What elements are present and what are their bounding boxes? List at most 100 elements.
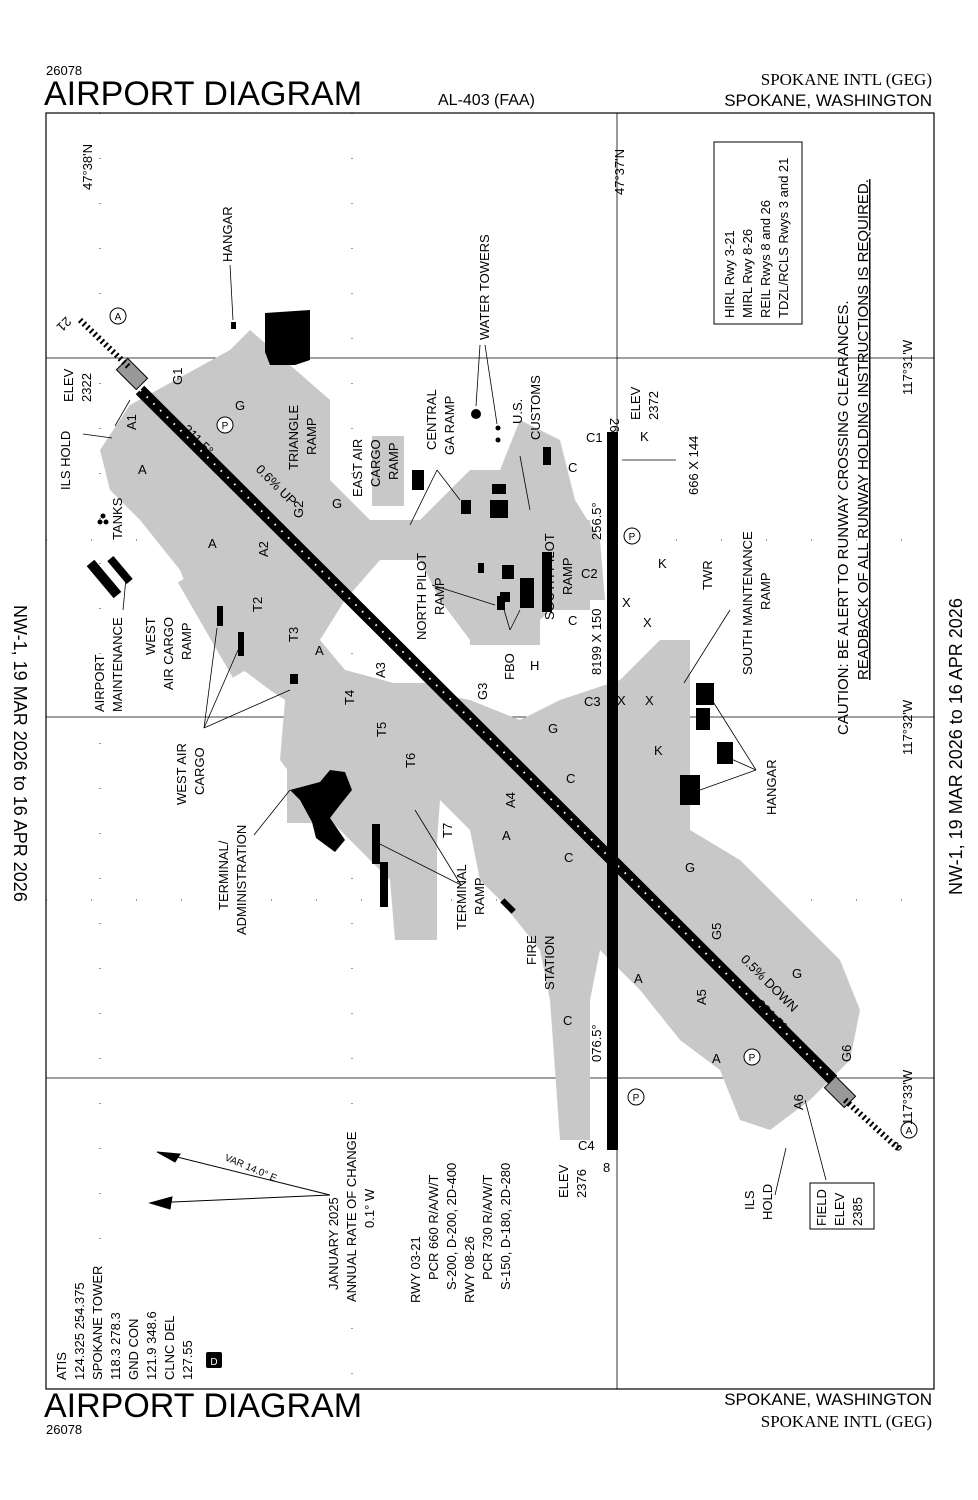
twy-G-2: G <box>332 496 342 511</box>
parking-p-3: P <box>222 421 229 432</box>
twy-A2: A2 <box>256 541 271 557</box>
magvar-var: VAR 14.0° E <box>223 1153 279 1185</box>
label-central-ga-1: CENTRAL <box>424 389 439 450</box>
lighting-line-3: REIL Rwys 8 and 26 <box>758 200 773 318</box>
twy-A-1: A <box>138 462 147 477</box>
twy-C-2: C <box>568 613 577 628</box>
elev-21-value: 2322 <box>79 373 94 402</box>
taxiway-labels: G1 G2 G3 G5 G6 A1 A2 A3 A4 A5 A6 T2 T3 T… <box>124 368 854 1153</box>
label-hangar-right: HANGAR <box>764 759 779 815</box>
leader-lines <box>82 264 827 1196</box>
twy-G3: G3 <box>475 683 490 700</box>
magvar-rate: 0.1° W <box>362 1188 377 1228</box>
lon-label-32: 117°32'W <box>900 699 915 755</box>
markers <box>97 307 918 1368</box>
lat-label-left: 47°38'N <box>80 144 95 190</box>
chart-title: AIRPORT DIAGRAM <box>44 75 363 113</box>
label-south-pilot-2: RAMP <box>560 557 575 595</box>
label-terminal-ramp-1: TERMINAL <box>454 864 469 930</box>
twy-G-1: G <box>235 398 245 413</box>
label-north-pilot-2: RAMP <box>432 577 447 615</box>
twy-A4: A4 <box>503 792 518 808</box>
twy-X-1: X <box>622 595 631 610</box>
rwy-26-bearing: 256.5° <box>589 502 604 540</box>
left-effective-date: NW-1, 19 MAR 2026 to 16 APR 2026 <box>10 605 30 902</box>
elev-21-label: ELEV <box>61 368 76 402</box>
label-ils-hold-bottom-1: ILS <box>742 1190 757 1210</box>
lighting-line-4: TDZL/RCLS Rwys 3 and 21 <box>776 158 791 318</box>
label-fire-1: FIRE <box>524 935 539 965</box>
label-triangle-1: TRIANGLE <box>286 405 301 470</box>
label-east-cargo-1: EAST AIR <box>350 439 365 497</box>
lighting-line-1: HIRL Rwy 3-21 <box>722 230 737 318</box>
twy-T2: T2 <box>250 597 265 612</box>
label-ils-hold-top: ILS HOLD <box>58 431 73 490</box>
rwy-end-21: 21 <box>54 314 75 335</box>
twy-G-5: G <box>792 966 802 981</box>
caution-line-2: READBACK OF ALL RUNWAY HOLDING INSTRUCTI… <box>855 179 872 680</box>
pav-rwy-08-26: RWY 08-26 <box>462 1236 477 1303</box>
runway-8-26 <box>607 432 618 1150</box>
runway-3-21 <box>77 317 903 1153</box>
field-elev-label-1: FIELD <box>814 1189 829 1226</box>
twy-C3: C3 <box>584 694 601 709</box>
label-south-pilot-1: SOUTH PILOT <box>542 533 557 620</box>
label-west-cargo-ramp-3: RAMP <box>179 622 194 660</box>
parking-p-1: P <box>629 532 636 543</box>
pav-rwy-03-21: RWY 03-21 <box>408 1236 423 1303</box>
twy-X-3: X <box>617 693 626 708</box>
pav-wt-03-21: S-200, D-200, 2D-400 <box>444 1163 459 1290</box>
twy-G-4: G <box>685 860 695 875</box>
faa-id: AL-403 (FAA) <box>438 92 535 109</box>
label-us-customs-1: U.S. <box>510 399 525 424</box>
svg-text:A: A <box>115 312 122 323</box>
comm-clnc-label: CLNC DEL <box>162 1316 177 1380</box>
pav-pcr-08-26: PCR 730 R/A/W/T <box>480 1174 495 1280</box>
parking-p-4: P <box>749 1053 756 1064</box>
rwy-8-26-dimensions: 8199 X 150 <box>589 608 604 675</box>
comm-tower: 118.3 278.3 <box>108 1312 123 1380</box>
marker-letters: A A P P P P D <box>115 312 913 1368</box>
rwy-end-26: 26 <box>607 418 622 432</box>
field-elev-label-2: ELEV <box>832 1192 847 1226</box>
comm-atis-label: ATIS <box>54 1352 69 1380</box>
field-elev-value: 2385 <box>850 1197 865 1226</box>
label-airport-maint-2: MAINTENANCE <box>110 617 125 712</box>
label-west-air-cargo-1: WEST AIR <box>174 743 189 805</box>
comm-clnc: 127.55 <box>180 1340 195 1380</box>
label-east-cargo-2: CARGO <box>368 439 383 487</box>
map-frame <box>45 112 935 1390</box>
airport-name: SPOKANE INTL (GEG) <box>760 70 932 89</box>
comm-gnd-label: GND CON <box>126 1319 141 1380</box>
label-airport-maint-1: AIRPORT <box>92 654 107 712</box>
magvar-date: JANUARY 2025 <box>326 1197 341 1290</box>
twy-H: H <box>530 658 539 673</box>
label-west-air-cargo-2: CARGO <box>192 747 207 795</box>
buildings <box>86 310 733 914</box>
footer-city-state: SPOKANE, WASHINGTON <box>724 1390 932 1409</box>
city-state: SPOKANE, WASHINGTON <box>724 91 932 110</box>
label-central-ga-2: GA RAMP <box>442 396 457 455</box>
twy-G6: G6 <box>839 1045 854 1062</box>
rwy-end-3: 3 <box>890 1138 906 1154</box>
twy-A-4: A <box>502 828 511 843</box>
twy-T6: T6 <box>403 753 418 768</box>
label-south-maint-1: SOUTH MAINTENANCE <box>740 531 755 675</box>
label-tanks: TANKS <box>110 497 125 540</box>
twy-C1: C1 <box>586 430 603 445</box>
caution-line-1: CAUTION: BE ALERT TO RUNWAY CROSSING CLE… <box>835 300 852 735</box>
twy-A6: A6 <box>791 1094 806 1110</box>
elev-26-label: ELEV <box>628 386 643 420</box>
twy-G1: G1 <box>170 368 185 385</box>
label-ils-hold-bottom-2: HOLD <box>760 1184 775 1220</box>
pav-wt-08-26: S-150, D-180, 2D-280 <box>498 1163 513 1290</box>
label-west-cargo-ramp-2: AIR CARGO <box>161 617 176 690</box>
svg-text:A: A <box>906 1126 913 1137</box>
elev-26-value: 2372 <box>646 391 661 420</box>
twy-T5: T5 <box>374 722 389 737</box>
twy-K-3: K <box>654 743 663 758</box>
twy-T3: T3 <box>286 627 301 642</box>
twy-G2: G2 <box>291 501 306 518</box>
twy-C-4: C <box>564 850 573 865</box>
